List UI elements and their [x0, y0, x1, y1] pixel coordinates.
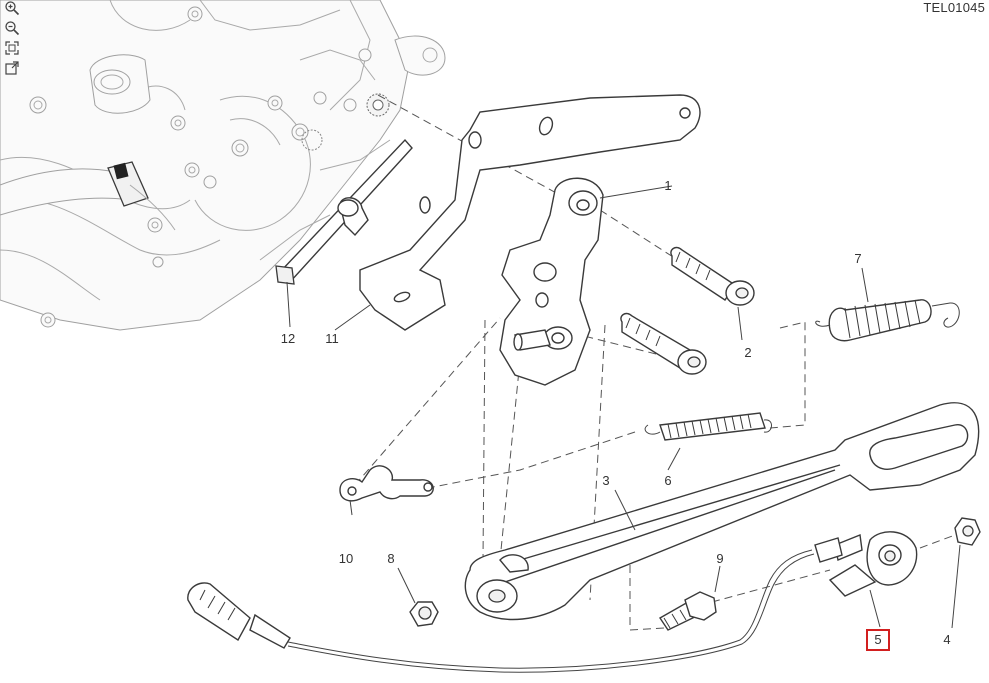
callout-10[interactable]: 10	[338, 551, 354, 566]
callout-9[interactable]: 9	[716, 551, 724, 566]
zoom-out-icon[interactable]	[4, 20, 20, 36]
part-side-stand-sensor	[187, 531, 918, 673]
fullscreen-icon[interactable]	[4, 60, 20, 76]
fit-to-window-icon[interactable]	[4, 40, 20, 56]
callout-11[interactable]: 11	[325, 331, 339, 346]
part-nut	[409, 601, 439, 627]
assembly-guide-lines	[354, 94, 956, 631]
zoom-in-icon[interactable]	[4, 0, 20, 16]
callout-leader-lines	[286, 185, 961, 629]
part-bolts	[620, 246, 755, 375]
part-spring-upper	[815, 299, 960, 342]
callout-12[interactable]: 12	[280, 331, 296, 346]
callout-7[interactable]: 7	[854, 251, 862, 266]
viewer-toolbar	[4, 0, 34, 76]
callout-3[interactable]: 3	[602, 473, 610, 488]
callout-4[interactable]: 4	[943, 632, 951, 647]
part-side-stand	[464, 402, 980, 621]
drawing-reference-code: TEL01045	[923, 0, 985, 15]
engine-casing-background	[0, 0, 446, 331]
part-stud-bolt	[659, 591, 717, 631]
part-side-stand-plate	[499, 177, 604, 386]
callout-8[interactable]: 8	[387, 551, 395, 566]
callout-5[interactable]: 5	[866, 629, 890, 651]
callout-1[interactable]: 1	[664, 178, 672, 193]
callout-2[interactable]: 2	[744, 345, 752, 360]
part-sensor-bolt	[954, 517, 981, 546]
part-spring-lower	[644, 412, 772, 441]
part-bracket	[359, 94, 701, 331]
part-wire-clip	[339, 465, 434, 502]
part-cable-tie	[275, 138, 413, 285]
callout-6[interactable]: 6	[664, 473, 672, 488]
